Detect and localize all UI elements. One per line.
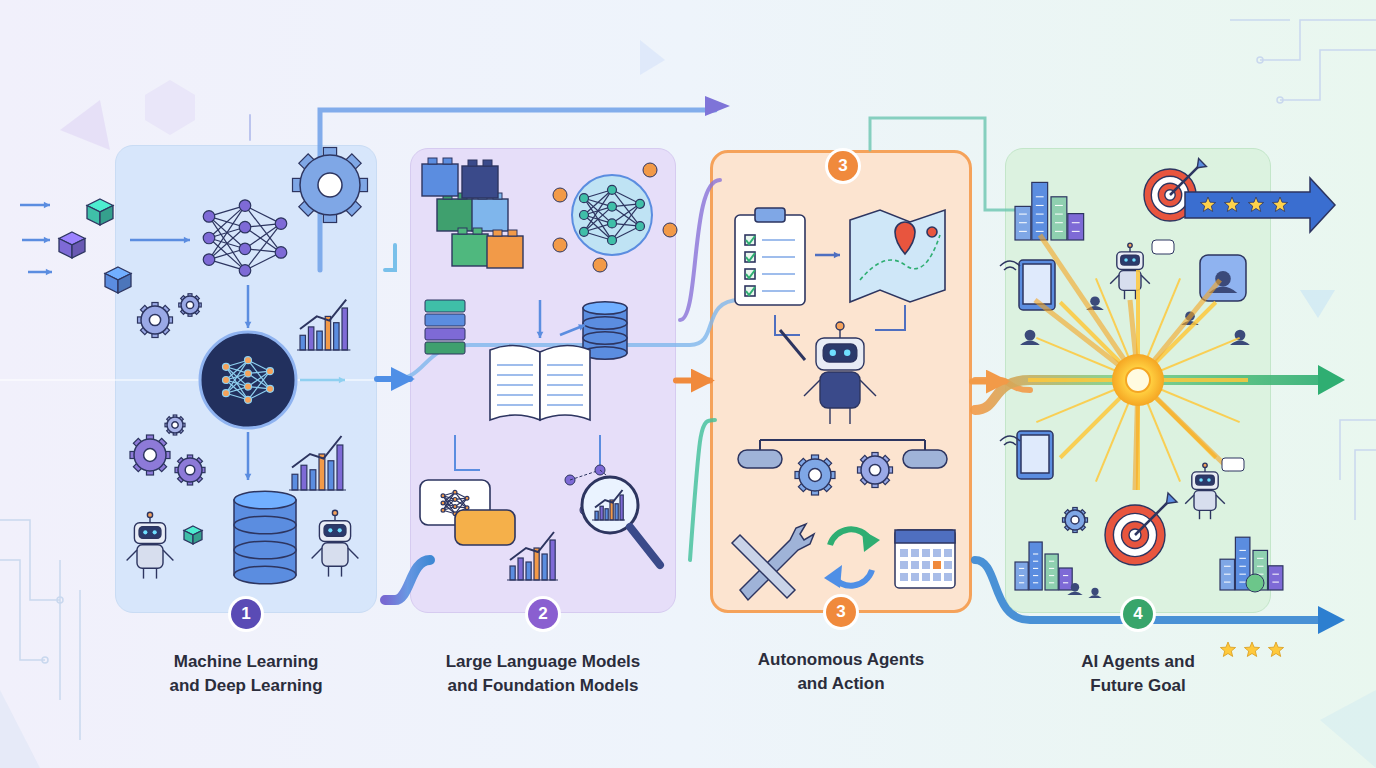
- step-number: 2: [528, 599, 558, 629]
- stage-panel: 2Large Language Models and Foundation Mo…: [410, 148, 676, 613]
- step-number: 3: [826, 597, 856, 627]
- step-number: 3: [828, 151, 858, 181]
- stage-panel: 4AI Agents and Future Goal: [1005, 148, 1271, 613]
- stage-panel: 33Autonomous Agents and Action: [710, 150, 972, 613]
- step-number: 4: [1123, 599, 1153, 629]
- flow-arrow: [377, 376, 410, 382]
- flow-arrow: [972, 379, 1005, 385]
- stage-label: Machine Learning and Deep Learning: [160, 650, 332, 698]
- step-number: 1: [231, 599, 261, 629]
- stage-label: Autonomous Agents and Action: [747, 648, 935, 696]
- stage-panel: 1Machine Learning and Deep Learning: [115, 145, 377, 613]
- stage-label: Large Language Models and Foundation Mod…: [434, 650, 652, 698]
- stage-label: AI Agents and Future Goal: [1062, 650, 1214, 698]
- flow-arrow: [676, 378, 710, 384]
